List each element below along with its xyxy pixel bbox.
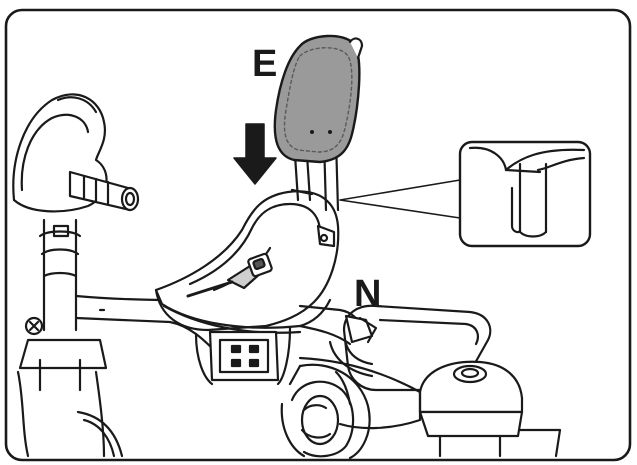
down-arrow-icon <box>233 123 277 185</box>
rear-body <box>298 304 562 458</box>
backrest <box>273 34 364 212</box>
label-part-e: E <box>252 43 277 85</box>
handlebar-assembly <box>12 93 140 458</box>
center-wheel <box>280 363 371 460</box>
label-part-n: N <box>354 273 381 315</box>
detail-callout <box>339 140 592 248</box>
frame-border <box>4 8 632 462</box>
seat <box>154 190 340 386</box>
chassis-link <box>298 304 378 378</box>
